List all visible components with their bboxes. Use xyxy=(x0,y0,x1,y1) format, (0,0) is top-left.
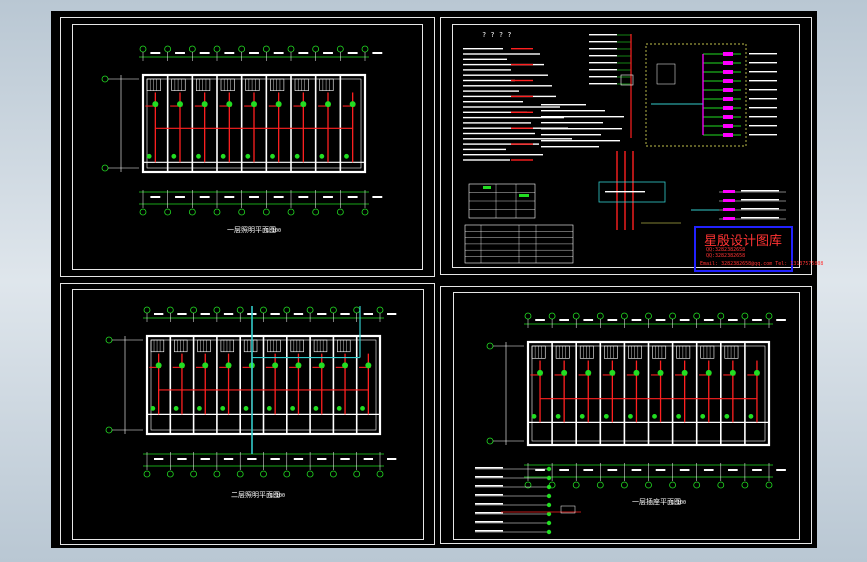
stamp-line: QQ:3282382658 xyxy=(706,247,746,253)
sheet-border xyxy=(72,289,424,540)
drawing-scale: 1:100 xyxy=(671,500,687,506)
notes-heading: ? ? ? ? xyxy=(482,31,512,39)
system-diagram xyxy=(463,34,786,264)
stamp-line: QQ:3282382658 xyxy=(706,253,746,259)
drawing-scale: 1:100 xyxy=(266,228,282,234)
sheet-border xyxy=(72,24,423,270)
floor-plan-drawing xyxy=(101,45,383,216)
floor-plan-drawing xyxy=(475,312,786,535)
stamp-line: Email: 3282382658@qq.com Tel: 1313757580… xyxy=(700,261,824,267)
stamp-title: 星殷设计图库 xyxy=(704,234,783,249)
drawing-title: 一层照明平面图 xyxy=(227,226,276,234)
designer-stamp: 星殷设计图库 QQ:3282382658 QQ:3282382658 Email… xyxy=(694,226,823,272)
drawing-viewport[interactable]: 一层照明平面图 1:100 ? ? ? ? 星殷设计图库 QQ:32823826… xyxy=(51,11,823,548)
drawing-scale: 1:100 xyxy=(270,493,286,499)
floor-plan-drawing xyxy=(105,306,397,478)
sheet-lighting-plan-2f[interactable]: 二层照明平面图 1:100 xyxy=(60,283,435,545)
sheet-border xyxy=(453,292,800,540)
drawing-title: 一层插座平面图 xyxy=(632,498,681,506)
drawing-title: 二层照明平面图 xyxy=(231,491,280,499)
sheet-border xyxy=(452,24,800,268)
sheet-design-notes[interactable]: ? ? ? ? 星殷设计图库 QQ:3282382658 QQ:32823826… xyxy=(440,17,823,275)
sheet-lighting-plan-1f[interactable]: 一层照明平面图 1:100 xyxy=(60,17,435,277)
sheet-socket-plan-1f[interactable]: 一层插座平面图 1:100 xyxy=(440,286,812,544)
